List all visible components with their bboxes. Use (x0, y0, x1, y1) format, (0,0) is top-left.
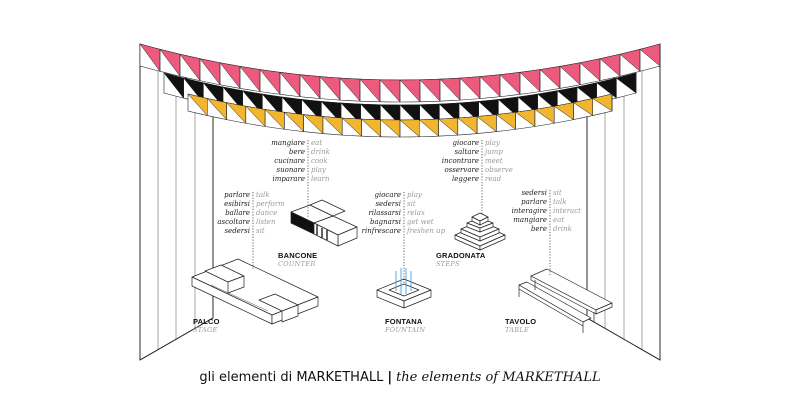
fontana-action-en: relax (407, 209, 425, 217)
caption-separator: | (387, 370, 393, 385)
gradonata-action-en: meet (485, 157, 503, 165)
palco-action-en: listen (256, 218, 276, 226)
bancone-action-it: bere (289, 148, 305, 156)
tavolo-action-en: eat (553, 216, 564, 224)
bancone-title: BANCONE (278, 251, 317, 260)
bancone-action-it: mangiare (271, 139, 305, 147)
gradonata-action-en: observe (485, 166, 513, 174)
palco-action-it: ascoltare (217, 218, 250, 226)
bancone-action-en: learn (311, 175, 330, 183)
fontana-subtitle: FOUNTAIN (384, 326, 425, 334)
fontana-action-it: giocare (374, 191, 401, 199)
gradonata-actions: giocare play saltare jump incontrare mee… (442, 139, 513, 183)
gradonata-title: GRADONATA (436, 251, 486, 260)
gradonata-action-en: read (485, 175, 502, 183)
palco-action-en: talk (256, 191, 269, 199)
gradonata-subtitle: STEPS (436, 260, 460, 268)
gradonata-action-it: leggere (452, 175, 479, 183)
tavolo-subtitle: TABLE (505, 326, 529, 334)
fontana-action-it: rilassarsi (368, 209, 401, 217)
room-outline (139, 43, 661, 361)
caption-english: the elements of MARKETHALL (396, 370, 601, 385)
palco-action-it: esibirsi (224, 200, 250, 208)
gradonata-action-en: play (485, 139, 501, 147)
tavolo-action-it: bere (531, 225, 547, 233)
tavolo-drawing (518, 268, 613, 333)
figure-caption: gli elementi di MARKETHALL|the elements … (0, 369, 800, 385)
fontana-action-en: freshen up (406, 227, 446, 235)
garland-pink (139, 43, 661, 103)
palco-subtitle: STAGE (193, 326, 218, 334)
fontana-action-en: get wet (407, 218, 434, 226)
fontana-title: FONTANA (385, 317, 423, 326)
fontana-action-it: sedersi (375, 200, 401, 208)
tavolo-action-en: interact (553, 207, 581, 215)
element-labels: parlare talk esibirsi perform ballare da… (193, 139, 581, 334)
tavolo-actions: sedersi sit parlare talk interagire inte… (512, 189, 582, 233)
bancone-action-it: suonare (277, 166, 306, 174)
palco-action-it: sedersi (224, 227, 250, 235)
bancone-action-en: eat (311, 139, 322, 147)
palco-action-en: perform (256, 200, 285, 208)
leader-lines (252, 140, 551, 283)
gradonata-action-it: giocare (452, 139, 479, 147)
bancone-subtitle: COUNTER (278, 260, 316, 268)
palco-actions: parlare talk esibirsi perform ballare da… (217, 191, 285, 235)
bancone-action-en: play (311, 166, 327, 174)
palco-drawing (191, 258, 319, 325)
tavolo-action-it: interagire (512, 207, 547, 215)
fontana-action-it: rinfrescare (362, 227, 401, 235)
gradonata-action-it: saltare (455, 148, 479, 156)
bancone-drawing (290, 199, 358, 247)
gradonata-action-it: osservare (444, 166, 479, 174)
tavolo-action-it: mangiare (513, 216, 547, 224)
caption-italian: gli elementi di MARKETHALL (199, 370, 384, 385)
fontana-action-en: sit (407, 200, 416, 208)
palco-action-en: dance (256, 209, 277, 217)
fontana-action-en: play (407, 191, 423, 199)
fontana-action-it: bagnarsi (370, 218, 401, 226)
gradonata-drawing (454, 212, 506, 251)
fontana-drawing (376, 268, 432, 309)
fontana-actions: giocare play sedersi sit rilassarsi rela… (362, 191, 446, 235)
bunting-garlands (139, 43, 661, 138)
bancone-action-it: cucinare (274, 157, 305, 165)
bancone-action-it: imparare (272, 175, 305, 183)
tavolo-action-it: parlare (521, 198, 547, 206)
element-drawings (191, 199, 613, 333)
tavolo-action-it: sedersi (521, 189, 547, 197)
bancone-actions: mangiare eat bere drink cucinare cook su… (271, 139, 330, 183)
floor-line-left (139, 317, 214, 361)
tavolo-title: TAVOLO (505, 317, 536, 326)
palco-action-en: sit (256, 227, 265, 235)
palco-action-it: ballare (225, 209, 250, 217)
gradonata-action-en: jump (483, 148, 503, 156)
bancone-action-en: cook (311, 157, 328, 165)
bancone-action-en: drink (311, 148, 330, 156)
tavolo-action-en: talk (553, 198, 566, 206)
palco-action-it: parlare (224, 191, 250, 199)
palco-title: PALCO (193, 317, 220, 326)
gradonata-action-it: incontrare (442, 157, 479, 165)
floor-line-right (586, 317, 661, 361)
garland-yellow (187, 93, 613, 138)
tavolo-action-en: drink (553, 225, 572, 233)
tavolo-action-en: sit (553, 189, 562, 197)
